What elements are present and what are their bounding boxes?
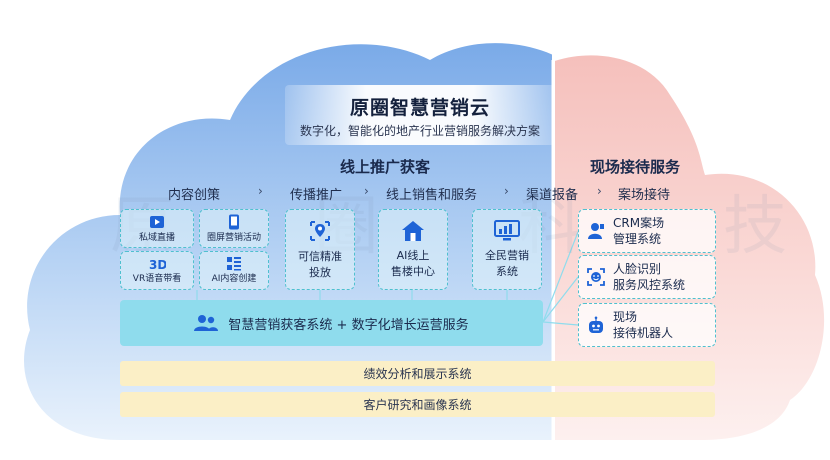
card-all-people: 全民营销 系统 <box>472 209 542 290</box>
core-system-text: 智慧营销获客系统 + 数字化增长运营服务 <box>228 317 469 333</box>
face-icon <box>587 268 605 286</box>
card-label-line2: 管理系统 <box>613 232 662 246</box>
stage-channel: 渠道报备 <box>526 188 579 203</box>
card-label-line2: 投放 <box>309 265 331 279</box>
phone-icon <box>229 214 239 230</box>
stage-arrow: › <box>364 184 369 198</box>
location-icon <box>310 220 330 241</box>
robot-icon <box>589 316 603 333</box>
stage-online-sales: 线上销售和服务 <box>386 188 478 203</box>
stage-reception: 案场接待 <box>618 188 671 203</box>
home-icon <box>402 220 424 241</box>
card-label: VR语音带看 <box>132 273 182 284</box>
card-label-line1: 现场 <box>613 309 638 324</box>
connector-lines <box>196 231 579 326</box>
grid-list-icon <box>227 257 241 271</box>
card-label-line2: 服务风控系统 <box>613 278 686 292</box>
users-icon <box>194 315 219 331</box>
card-circle-screen: 圈屏营销活动 <box>199 209 269 248</box>
card-label-line1: 全民营销 <box>485 248 529 262</box>
card-label-line2: 售楼中心 <box>391 264 435 278</box>
card-label-line1: AI线上 <box>396 248 430 262</box>
card-ai-sales: AI线上 售楼中心 <box>378 209 448 290</box>
customer-research-bar: 客户研究和画像系统 <box>120 392 715 417</box>
title-banner <box>285 85 555 145</box>
stage-promotion: 传播推广 <box>290 188 343 203</box>
card-crm: CRM案场 管理系统 <box>578 209 716 253</box>
svg-text:3D: 3D <box>149 258 166 271</box>
user-icon <box>588 223 604 239</box>
card-label-line2: 系统 <box>496 264 518 278</box>
card-label: AI内容创建 <box>211 274 257 285</box>
play-icon <box>150 215 164 228</box>
card-precise-ads: 可信精准 投放 <box>285 209 355 290</box>
card-label-line2: 接待机器人 <box>613 326 674 340</box>
monitor-icon <box>494 219 520 241</box>
3d-icon: 3D <box>149 258 166 271</box>
card-ai-content: AI内容创建 <box>199 251 269 290</box>
card-private-live: 私域直播 <box>120 209 194 248</box>
core-system-bar: 智慧营销获客系统 + 数字化增长运营服务 <box>120 300 543 346</box>
card-face-recognition: 人脸识别 服务风控系统 <box>578 255 716 299</box>
page-title: 原圈智慧营销云 <box>349 97 490 119</box>
card-label-line1: 人脸识别 <box>613 261 662 276</box>
section-title-online: 线上推广获客 <box>339 158 430 176</box>
stage-arrow: › <box>258 184 263 198</box>
performance-analysis-bar: 绩效分析和展示系统 <box>120 361 715 386</box>
stage-arrow: › <box>504 184 509 198</box>
card-label: 圈屏营销活动 <box>206 232 261 243</box>
card-label: 私域直播 <box>138 232 175 243</box>
card-robot: 现场 接待机器人 <box>578 303 716 347</box>
page-subtitle: 数字化，智能化的地产行业营销服务解决方案 <box>299 124 540 138</box>
card-label-line1: 可信精准 <box>298 249 342 263</box>
stage-arrow: › <box>597 184 602 198</box>
stage-row: 内容创策 › 传播推广 › 线上销售和服务 › 渠道报备 › 案场接待 <box>150 184 710 203</box>
stage-content: 内容创策 <box>168 188 221 203</box>
card-vr-guide: 3D VR语音带看 <box>120 251 194 290</box>
section-title-onsite: 现场接待服务 <box>589 158 680 176</box>
card-label-line1: CRM案场 <box>613 215 665 230</box>
